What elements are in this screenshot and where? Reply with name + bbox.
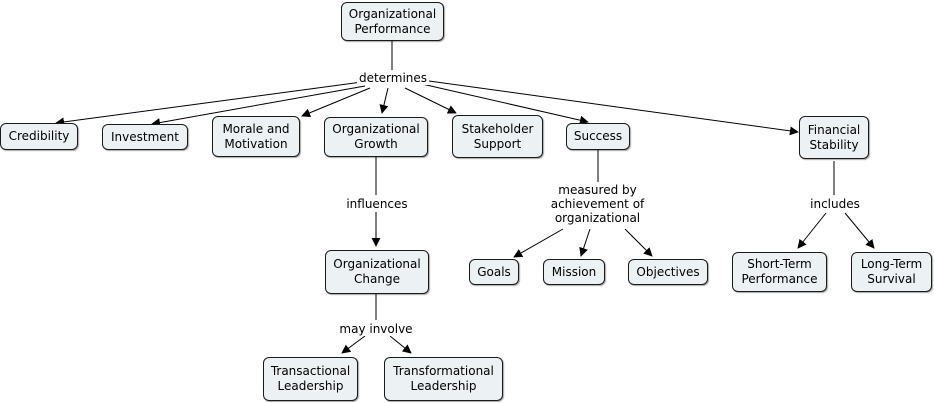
node-transformational-leadership[interactable]: Transformational Leadership	[384, 357, 503, 401]
arrow-to-goals	[513, 228, 564, 258]
node-stakeholder-support[interactable]: Stakeholder Support	[452, 115, 543, 158]
arrow-to-financial	[428, 80, 799, 136]
arrow-to-mission	[579, 228, 591, 257]
arrow-to-long-term	[844, 212, 875, 249]
node-credibility[interactable]: Credibility	[0, 123, 78, 150]
node-organizational-performance[interactable]: Organizational Performance	[341, 2, 444, 41]
arrow-to-short-term	[797, 212, 827, 249]
arrow-to-success	[421, 83, 589, 125]
node-financial-stability[interactable]: Financial Stability	[799, 116, 869, 159]
node-mission[interactable]: Mission	[543, 259, 605, 285]
arrow-to-growth	[379, 87, 389, 114]
arrow-to-transformational	[389, 335, 412, 354]
link-label-determines: determines	[357, 71, 429, 85]
arrow-to-transactional	[341, 335, 366, 354]
node-transactional-leadership[interactable]: Transactional Leadership	[263, 357, 358, 401]
node-success[interactable]: Success	[566, 123, 630, 150]
node-morale-and-motivation[interactable]: Morale and Motivation	[212, 116, 300, 157]
arrow-to-stakeholder	[404, 87, 457, 114]
arrow-to-morale	[301, 87, 371, 118]
node-investment[interactable]: Investment	[102, 124, 188, 150]
arrow-to-investment	[151, 85, 366, 128]
node-long-term-survival[interactable]: Long-Term Survival	[851, 252, 932, 292]
node-short-term-performance[interactable]: Short-Term Performance	[732, 252, 827, 292]
arrow-to-objectives	[624, 228, 653, 257]
arrow-to-credibility	[55, 81, 363, 127]
link-label-includes: includes	[806, 197, 864, 211]
link-label-measured-by: measured by achievement of organizationa…	[545, 183, 650, 225]
node-organizational-growth[interactable]: Organizational Growth	[324, 117, 428, 157]
node-goals[interactable]: Goals	[469, 259, 519, 285]
link-label-influences: influences	[342, 197, 412, 211]
node-organizational-change[interactable]: Organizational Change	[325, 250, 429, 294]
node-objectives[interactable]: Objectives	[628, 259, 708, 285]
link-label-may-involve: may involve	[336, 322, 416, 336]
